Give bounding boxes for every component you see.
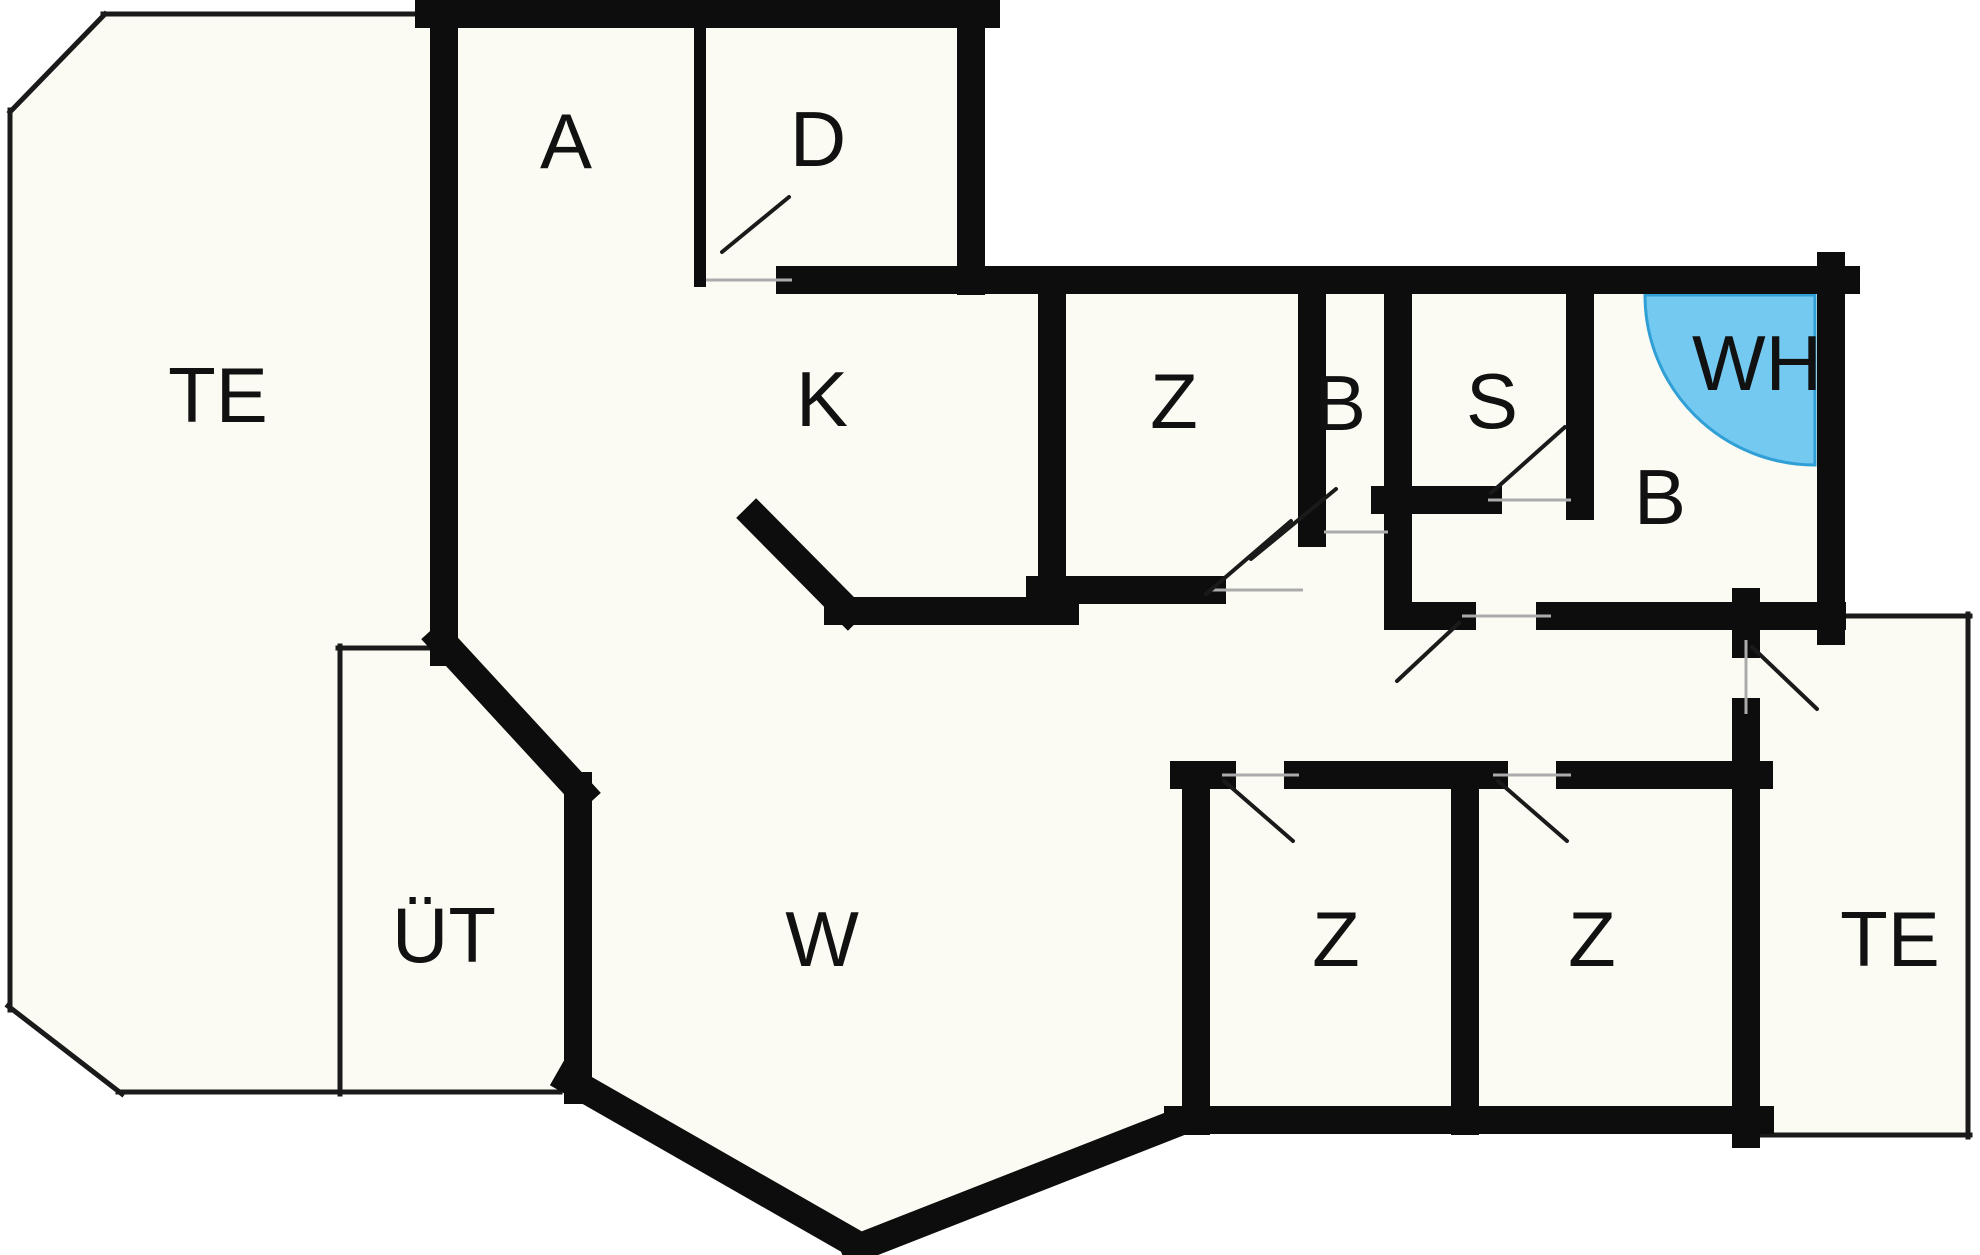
room-label-k: K: [796, 355, 848, 443]
door-swing-z-top: [1204, 519, 1293, 596]
room-label-b-bath: B: [1634, 453, 1686, 541]
fill-covered-terrace: [340, 648, 586, 1092]
room-label-te-left: TE: [168, 351, 268, 439]
door-swing-d: [720, 195, 791, 254]
wh-quarter-circle-icon: [1643, 293, 1817, 467]
walls: [415, 0, 1860, 1255]
door-swing-b-small: [1249, 487, 1338, 561]
fill-house: [444, 14, 1831, 1246]
door-swing-z-right: [1496, 779, 1569, 843]
room-label-ut: ÜT: [392, 891, 496, 979]
walls-thick: [415, 0, 1860, 1255]
room-label-a: A: [540, 97, 592, 185]
room-label-te-right: TE: [1840, 895, 1940, 983]
room-label-b-small: B: [1314, 359, 1366, 447]
door-swing-s: [1489, 425, 1567, 495]
room-label-z-top: Z: [1150, 357, 1198, 445]
room-label-w: W: [785, 895, 859, 983]
terrace-right-outline: [1754, 611, 1973, 1140]
door-swing-b-bath: [1395, 621, 1461, 683]
room-label-z-left: Z: [1312, 895, 1360, 983]
room-label-s: S: [1466, 357, 1518, 445]
room-label-wh: WH: [1692, 319, 1822, 407]
door-thresholds: [706, 278, 1748, 777]
room-fills: [10, 14, 1968, 1246]
door-swing-z-left: [1222, 779, 1295, 843]
room-label-z-right: Z: [1568, 895, 1616, 983]
room-label-d: D: [790, 95, 846, 183]
fill-terrace-left: [10, 14, 444, 1092]
fill-terrace-right: [1746, 616, 1968, 1135]
door-swing-te-right: [1750, 645, 1819, 711]
terrace-left-outline: [4, 10, 447, 1098]
door-swings: [720, 195, 1819, 843]
